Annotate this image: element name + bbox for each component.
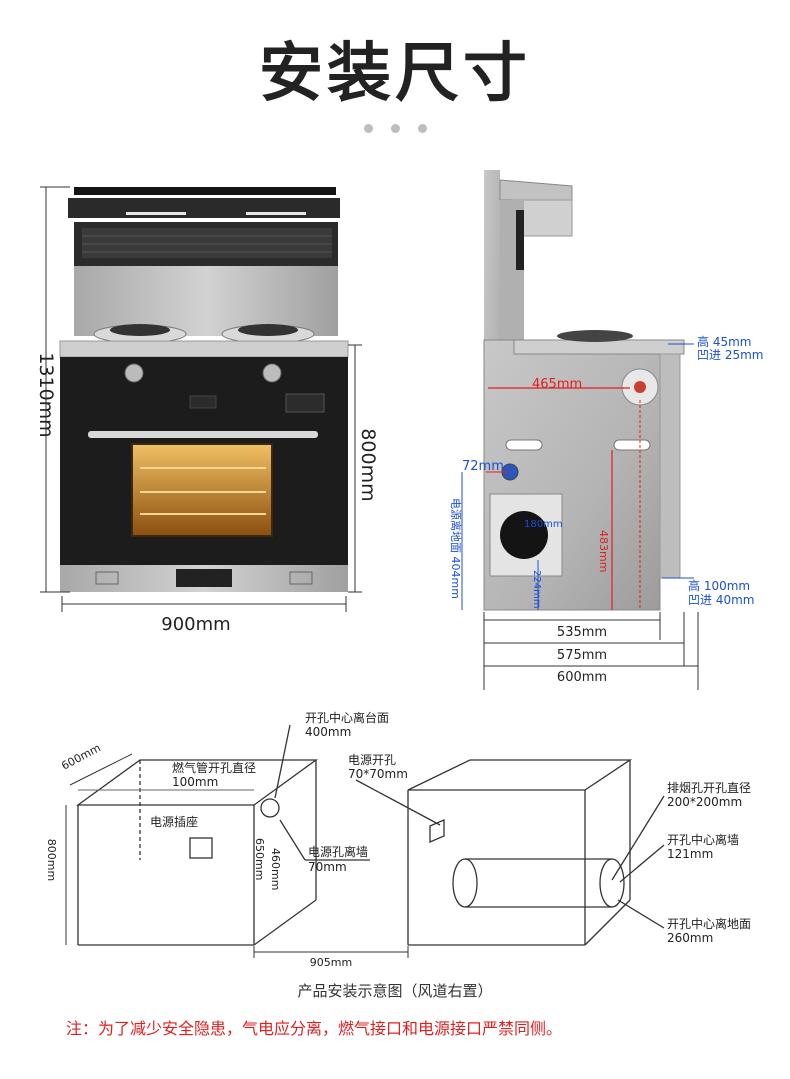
center-wall-label: 开孔中心离墙 — [667, 832, 739, 847]
front-width-label: 900mm — [161, 614, 230, 635]
front-view-dimensions — [40, 186, 362, 612]
power-hole-wall-value: 70mm — [308, 860, 347, 874]
diagram-depth-600: 600mm — [59, 741, 103, 772]
center-floor-label: 开孔中心离地面 — [667, 916, 751, 931]
gas-hole-value: 100mm — [172, 775, 218, 789]
front-height-total-label: 1310mm — [35, 352, 57, 437]
side-dim-575: 575mm — [557, 648, 607, 663]
power-hole-wall-label: 电源孔离墙 — [308, 844, 368, 859]
diagram-width-905: 905mm — [310, 956, 352, 969]
side-dim-465: 465mm — [532, 377, 582, 392]
side-power-height: 电源离地面 404mm — [449, 498, 463, 599]
cabinet-dimension-lines — [65, 753, 409, 958]
center-floor-value: 260mm — [667, 931, 713, 945]
diagram-caption: 产品安装示意图（风道右置） — [297, 982, 493, 1000]
page-title: 安装尺寸 — [259, 37, 531, 111]
exhaust-label: 排烟孔开孔直径 — [667, 781, 751, 795]
side-dim-600: 600mm — [557, 670, 607, 685]
side-dim-180: 180mm — [524, 519, 563, 530]
side-bottom-recess-height: 高 100mm — [688, 578, 750, 593]
side-bottom-recess-depth: 凹进 40mm — [688, 593, 754, 607]
safety-note: 注：为了减少安全隐患，气电应分离，燃气接口和电源接口严禁同侧。 — [66, 1019, 563, 1038]
power-hole-value: 70*70mm — [348, 767, 408, 781]
center-wall-value: 121mm — [667, 847, 713, 861]
power-hole-label: 电源开孔 — [348, 753, 396, 767]
diagram-dim-460: 460mm — [269, 848, 282, 890]
hole-center-top-label: 开孔中心离台面 — [305, 710, 389, 725]
diagram-dim-650: 650mm — [253, 838, 266, 880]
side-dim-535: 535mm — [557, 625, 607, 640]
dot — [363, 124, 373, 133]
diagram-height-800: 800mm — [45, 839, 58, 881]
power-socket-label: 电源插座 — [150, 814, 198, 829]
dot — [417, 124, 427, 133]
side-view-dimensions — [461, 343, 699, 690]
hole-center-top-value: 400mm — [305, 725, 351, 739]
side-dim-72: 72mm — [462, 459, 504, 474]
pagination-dots — [0, 124, 790, 136]
side-top-recess-height: 高 45mm — [697, 334, 751, 349]
side-view-appliance — [483, 170, 685, 611]
side-dim-224: 224mm — [531, 570, 542, 609]
exhaust-value: 200*200mm — [667, 795, 742, 809]
cabinet-sketch — [75, 724, 665, 946]
front-height-body-label: 800mm — [357, 428, 379, 501]
dot — [390, 124, 400, 133]
front-view-appliance — [59, 187, 349, 592]
side-dim-483: 483mm — [597, 530, 610, 572]
gas-hole-label: 燃气管开孔直径 — [172, 760, 256, 775]
side-top-recess-depth: 凹进 25mm — [697, 348, 763, 362]
